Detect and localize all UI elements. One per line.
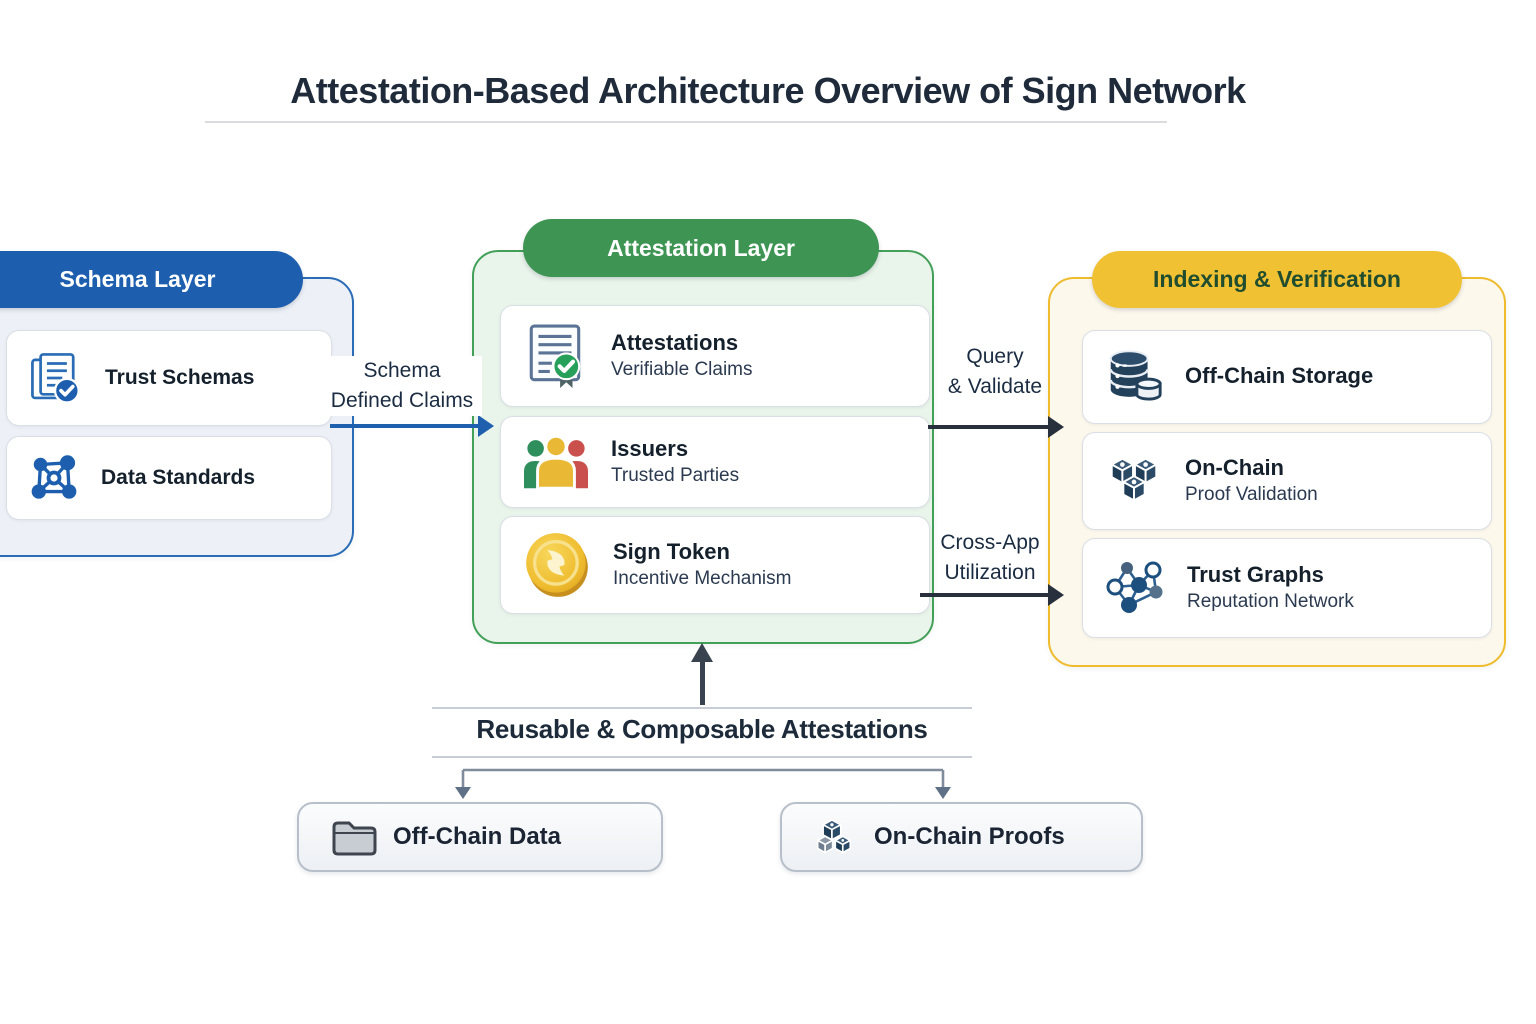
sign-token-title: Sign Token (613, 538, 730, 564)
band-bottom-rule (432, 756, 972, 758)
offchain-data-label: Off-Chain Data (393, 823, 561, 850)
sign-token-subtitle: Incentive Mechanism (613, 568, 792, 590)
reusable-band-label: Reusable & Composable Attestations (476, 714, 928, 744)
onchain-card: On-Chain Proof Validation (1082, 432, 1492, 530)
folder-icon (331, 817, 377, 857)
issuers-card: Issuers Trusted Parties (500, 416, 930, 508)
schema-arrow-line (330, 424, 478, 428)
cross-app-label: Cross-App Utilization (940, 531, 1040, 584)
trust-schemas-label: Trust Schemas (105, 365, 255, 389)
attestations-subtitle: Verifiable Claims (611, 359, 753, 381)
offchain-storage-card: Off-Chain Storage (1082, 330, 1492, 424)
query-validate-arrow-line (928, 425, 1049, 429)
query-validate-label: Query & Validate (947, 345, 1043, 398)
trust-graphs-title: Trust Graphs (1187, 561, 1324, 587)
offchain-storage-title: Off-Chain Storage (1185, 363, 1374, 389)
reusable-up-arrow-head (691, 643, 713, 662)
schema-arrow-label: Schema Defined Claims (322, 356, 482, 416)
cubes-icon (814, 816, 858, 858)
branch-connector (455, 768, 951, 799)
onchain-proofs-label: On-Chain Proofs (874, 823, 1065, 850)
band-top-rule (432, 707, 972, 709)
graph-network-icon (1103, 559, 1167, 617)
trust-graphs-card: Trust Graphs Reputation Network (1082, 538, 1492, 638)
schema-arrow-head (478, 415, 494, 437)
cubes-icon (1103, 451, 1165, 511)
onchain-subtitle: Proof Validation (1185, 484, 1318, 506)
trust-schemas-card: Trust Schemas (6, 330, 332, 426)
onchain-proofs-box: On-Chain Proofs (780, 802, 1143, 872)
reusable-up-arrow-stem (700, 661, 705, 705)
cross-app-arrow-line (920, 593, 1049, 597)
database-icon (1103, 346, 1165, 408)
schema-layer-header: Schema Layer (0, 251, 303, 308)
offchain-data-box: Off-Chain Data (297, 802, 663, 872)
people-group-icon (523, 435, 589, 489)
sign-token-card: Sign Token Incentive Mechanism (500, 516, 930, 614)
gold-coin-icon (523, 531, 591, 599)
attestations-card: Attestations Verifiable Claims (500, 305, 930, 407)
title-underline (205, 121, 1167, 123)
attestation-layer-header: Attestation Layer (523, 219, 879, 277)
query-validate-arrow-head (1048, 416, 1064, 438)
document-check-icon (27, 349, 85, 407)
page-title: Attestation-Based Architecture Overview … (290, 70, 1246, 111)
issuers-subtitle: Trusted Parties (611, 465, 740, 487)
issuers-title: Issuers (611, 435, 689, 461)
attestations-title: Attestations (611, 329, 739, 355)
certificate-badge-icon (523, 323, 589, 389)
network-nodes-icon (27, 451, 81, 505)
data-standards-label: Data Standards (101, 465, 256, 489)
trust-graphs-subtitle: Reputation Network (1187, 591, 1354, 613)
cross-app-arrow-head (1048, 584, 1064, 606)
data-standards-card: Data Standards (6, 436, 332, 520)
onchain-title: On-Chain (1185, 454, 1284, 480)
indexing-verification-header: Indexing & Verification (1092, 251, 1462, 308)
